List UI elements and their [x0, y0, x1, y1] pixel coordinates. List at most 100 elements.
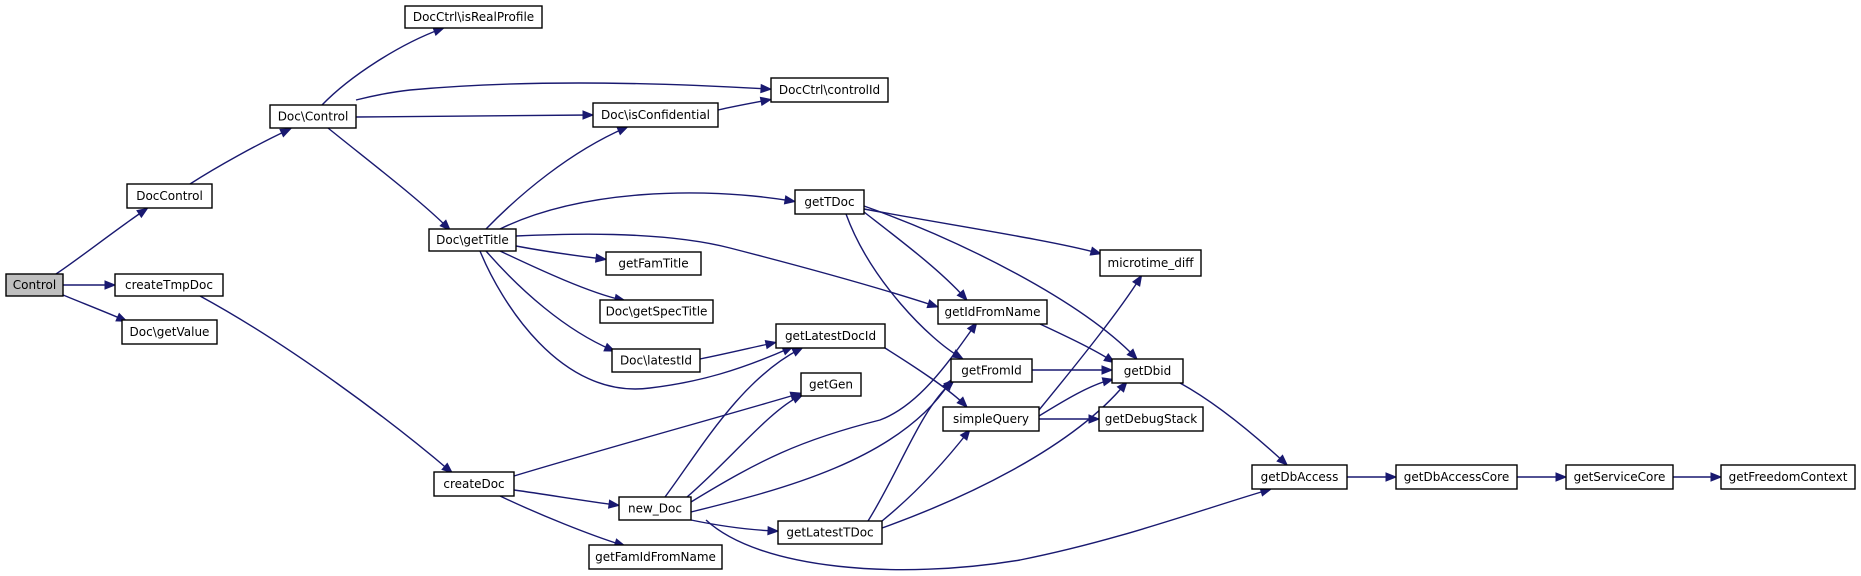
arrowhead-icon [791, 347, 804, 357]
edge-control-to-doccontrol [55, 207, 149, 275]
edge-line [863, 205, 1136, 358]
node-getdebugstack[interactable]: getDebugStack [1098, 406, 1204, 432]
node-createdoc[interactable]: createDoc [433, 471, 515, 497]
node-docgetvalue[interactable]: Doc\getValue [121, 319, 218, 345]
node-box[interactable] [1251, 464, 1348, 490]
node-getdbaccesscore[interactable]: getDbAccessCore [1395, 464, 1518, 490]
node-box[interactable] [269, 104, 357, 129]
node-getfamtitle[interactable]: getFamTitle [605, 251, 702, 276]
node-box[interactable] [942, 406, 1040, 432]
node-gettdoc[interactable]: getTDoc [794, 189, 865, 215]
node-label: getGen [809, 378, 853, 392]
node-box[interactable] [599, 299, 714, 324]
arrowhead-icon [926, 299, 940, 309]
node-newdoc[interactable]: new_Doc [618, 496, 692, 521]
node-label: microtime_diff [1108, 256, 1195, 270]
node-getspectitle[interactable]: Doc\getSpecTitle [599, 299, 714, 324]
node-label: simpleQuery [953, 412, 1029, 426]
node-getfreedomcontext[interactable]: getFreedomContext [1720, 464, 1856, 490]
edge-gettitle-to-gettdoc [499, 192, 797, 230]
node-box[interactable] [1098, 406, 1204, 432]
node-box[interactable] [114, 273, 224, 297]
node-box[interactable] [404, 5, 543, 29]
node-microtimediff[interactable]: microtime_diff [1099, 249, 1202, 277]
edge-line [845, 213, 961, 358]
node-doccontrol[interactable]: DocControl [126, 183, 213, 209]
arrowhead-icon [951, 349, 964, 360]
node-simplequery[interactable]: simpleQuery [942, 406, 1040, 432]
edge-getdbid-to-getdbaccess [1179, 382, 1289, 466]
node-getservicecore[interactable]: getServiceCore [1565, 464, 1674, 490]
node-box[interactable] [428, 228, 517, 252]
edge-line [867, 381, 953, 522]
node-box[interactable] [937, 299, 1048, 325]
node-box[interactable] [611, 348, 701, 373]
edge-getservicecore-to-getfreedomcontext [1673, 472, 1723, 482]
edge-newdoc-to-getlatesttdoc [690, 519, 780, 536]
node-latestid[interactable]: Doc\latestId [611, 348, 701, 373]
edge-line [664, 348, 801, 498]
edge-line [499, 192, 793, 230]
edge-line [355, 82, 769, 101]
edge-line [863, 208, 1099, 254]
node-control[interactable]: Control [5, 273, 64, 297]
edge-doccontrol-to-doccontrol2 [189, 128, 292, 185]
node-controlid[interactable]: DocCtrl\controlId [770, 77, 889, 103]
node-box[interactable] [1111, 358, 1184, 384]
node-getdbid[interactable]: getDbid [1111, 358, 1184, 384]
edge-line [513, 489, 617, 506]
node-isrealprofile[interactable]: DocCtrl\isRealProfile [404, 5, 543, 29]
node-box[interactable] [433, 471, 515, 497]
arrowhead-icon [791, 394, 804, 404]
node-label: getFromId [961, 364, 1022, 378]
node-createtmpdoc[interactable]: createTmpDoc [114, 273, 224, 297]
node-box[interactable] [800, 372, 862, 397]
node-box[interactable] [592, 102, 719, 128]
node-box[interactable] [605, 251, 702, 276]
node-box[interactable] [588, 544, 723, 570]
edge-gettitle-to-isconfidential [485, 126, 629, 230]
edge-createdoc-to-newdoc [513, 489, 621, 509]
edge-getdbaccess-to-getdbaccesscore [1347, 472, 1398, 482]
node-isconfidential[interactable]: Doc\isConfidential [592, 102, 719, 128]
arrowhead-icon [760, 83, 773, 94]
node-box[interactable] [777, 520, 883, 545]
call-graph-nodes: Control DocControl createTmpDocDoc\getValu… [5, 5, 1856, 570]
edge-line [499, 495, 623, 546]
node-box[interactable] [775, 323, 886, 349]
node-box[interactable] [126, 183, 213, 209]
edge-gettdoc-to-microtimediff [863, 208, 1103, 256]
node-box[interactable] [1099, 249, 1202, 277]
node-box[interactable] [1395, 464, 1518, 490]
node-getlatestdocid[interactable]: getLatestDocId [775, 323, 886, 349]
node-box[interactable] [121, 319, 218, 345]
arrowhead-icon [1101, 365, 1114, 375]
node-getgen[interactable]: getGen [800, 372, 862, 397]
arrowhead-icon [594, 253, 608, 263]
arrowhead-icon [607, 499, 621, 509]
edge-newdoc-to-getdbaccess [705, 487, 1273, 571]
node-label: Doc\isConfidential [601, 108, 710, 122]
node-box[interactable] [5, 273, 64, 297]
node-getlatesttdoc[interactable]: getLatestTDoc [777, 520, 883, 545]
arrowhead-icon [764, 339, 778, 350]
arrowhead-icon [1116, 380, 1128, 393]
arrowhead-icon [956, 289, 968, 302]
node-box[interactable] [618, 496, 692, 521]
node-box[interactable] [794, 189, 865, 215]
node-getidfromname[interactable]: getIdFromName [937, 299, 1048, 325]
edge-getlatesttdoc-to-simplequery [881, 428, 971, 522]
node-getdbaccess[interactable]: getDbAccess [1251, 464, 1348, 490]
node-box[interactable] [1720, 464, 1856, 490]
edge-line [62, 294, 125, 321]
node-box[interactable] [1565, 464, 1674, 490]
node-getfamidfromname[interactable]: getFamIdFromName [588, 544, 723, 570]
node-gettitle[interactable]: Doc\getTitle [428, 228, 517, 252]
arrowhead-icon [1132, 274, 1143, 287]
node-box[interactable] [770, 77, 889, 103]
node-getfromid[interactable]: getFromId [950, 358, 1033, 383]
node-doccontrol2[interactable]: Doc\Control [269, 104, 357, 129]
node-box[interactable] [950, 358, 1033, 383]
arrowhead-icon [966, 321, 978, 334]
